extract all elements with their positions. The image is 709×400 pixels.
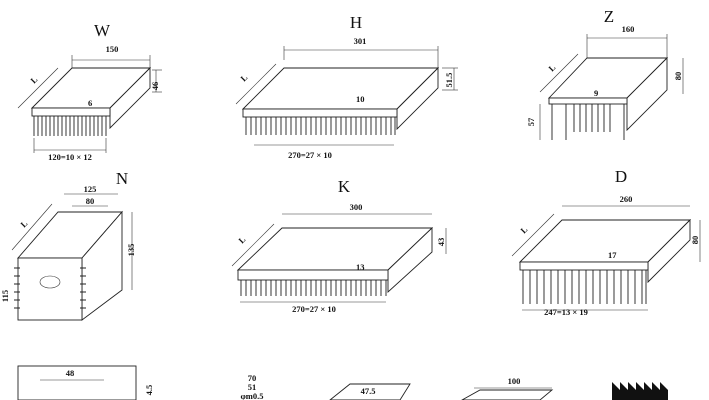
fins-d [522, 270, 647, 304]
fins-n [14, 267, 86, 309]
profile-silhouette [612, 382, 668, 400]
dim-z-top: 160 [622, 24, 635, 34]
dim-p-b: 4.5 [144, 385, 154, 396]
heatsink-w: W 150 46 L 6 120=10 × 12 [17, 21, 162, 162]
dim-k-bottom: 270=27 × 10 [292, 304, 336, 314]
dim-h-side: 51.5 [444, 73, 454, 88]
dim-d-inner: 17 [608, 250, 617, 260]
heatsink-n: N 125 80 135 L 115 [0, 169, 136, 321]
dim-p-d: 51 [248, 382, 257, 392]
label-w: W [94, 21, 111, 40]
dim-p-c: 70 [248, 373, 257, 383]
dim-w-depth: L [28, 74, 39, 85]
dim-w-top: 150 [106, 44, 119, 54]
dim-d-side: 80 [690, 236, 700, 245]
label-k: K [338, 177, 351, 196]
dim-h-depth: L [238, 72, 249, 83]
heatsink-d: D 260 80 L 17 247=13 × 19 [511, 167, 701, 317]
fins-h [245, 117, 396, 135]
dim-k-inner: 13 [356, 262, 365, 272]
fins-z [551, 104, 625, 140]
dim-p-e: φm0.5 [240, 391, 263, 400]
dim-p-f: 47.5 [361, 386, 376, 396]
dim-k-depth: L [236, 234, 247, 245]
dim-n-depth: L [18, 218, 29, 229]
dim-h-top: 301 [354, 36, 367, 46]
dim-w-inner: 6 [88, 98, 92, 108]
dim-h-bottom: 270=27 × 10 [288, 150, 332, 160]
label-d: D [615, 167, 627, 186]
dim-z-side: 80 [673, 72, 683, 81]
label-z: Z [604, 7, 614, 26]
dim-z-left: 57 [526, 117, 536, 126]
dim-d-top: 260 [620, 194, 633, 204]
dim-n-side: 135 [126, 244, 136, 257]
dim-k-top: 300 [350, 202, 363, 212]
dim-d-depth: L [518, 224, 529, 235]
partial-row: 48 4.5 70 51 φm0.5 47.5 100 [17, 365, 668, 400]
fins-k [240, 280, 387, 296]
dim-z-depth: L [546, 62, 557, 73]
label-n: N [116, 169, 128, 188]
dim-h-inner: 10 [356, 94, 365, 104]
heatsink-k: K 300 43 L 13 270=27 × 10 [231, 177, 447, 314]
fins-w [33, 116, 107, 136]
dim-n-top2: 80 [86, 196, 95, 206]
dim-d-bottom: 247=13 × 19 [544, 307, 588, 317]
dim-n-top: 125 [84, 184, 97, 194]
dim-k-side: 43 [436, 238, 446, 247]
heatsink-z: Z 160 80 L 9 57 [526, 7, 684, 140]
dim-w-side: 46 [150, 82, 160, 91]
dim-w-bottom: 120=10 × 12 [48, 152, 92, 162]
heatsink-h: H 301 51.5 L 10 270=27 × 10 [235, 13, 458, 160]
dim-n-left: 115 [0, 290, 10, 302]
label-h: H [350, 13, 362, 32]
dim-z-inner: 9 [594, 88, 598, 98]
dim-p-g: 100 [508, 376, 521, 386]
dim-p-a: 48 [66, 368, 75, 378]
